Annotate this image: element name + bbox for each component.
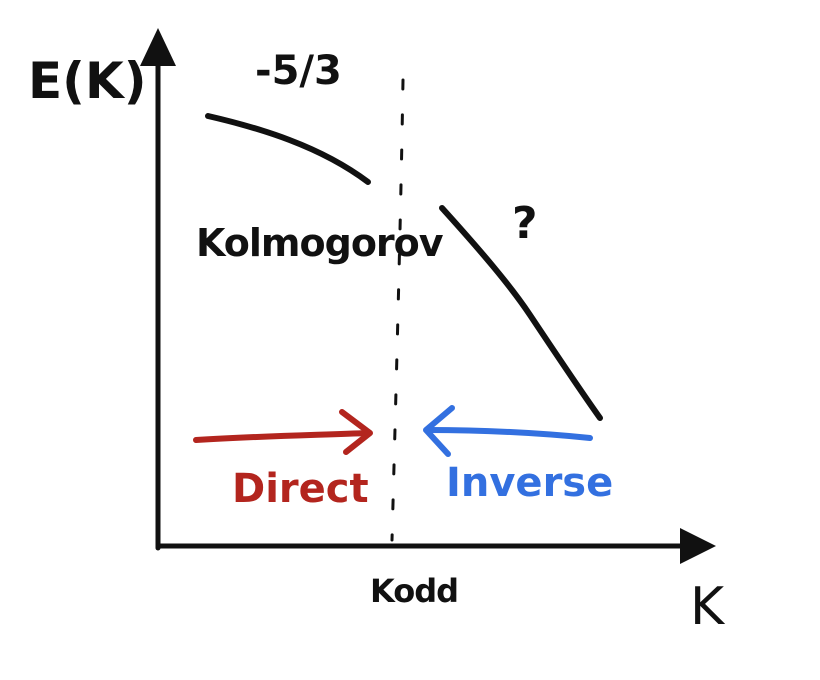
kolmogorov-spectrum-line [205,113,371,185]
x-axis-label: K [690,577,726,637]
inverse-cascade-arrow [423,405,593,457]
inverse-spectrum-line [439,205,603,421]
kodd-dashed-line [390,78,405,542]
kolmogorov-label: Kolmogorov [196,221,444,265]
kodd-tick-label: Kodd [370,572,458,610]
direct-label: Direct [232,466,369,512]
direct-cascade-arrow [193,409,373,455]
y-axis-arrowhead [140,28,176,66]
slope-label: -5/3 [255,48,342,94]
inverse-label: Inverse [446,460,613,506]
question-mark-label: ? [512,198,538,249]
x-axis-arrowhead [680,528,716,564]
y-axis-label: E(K) [28,52,147,110]
